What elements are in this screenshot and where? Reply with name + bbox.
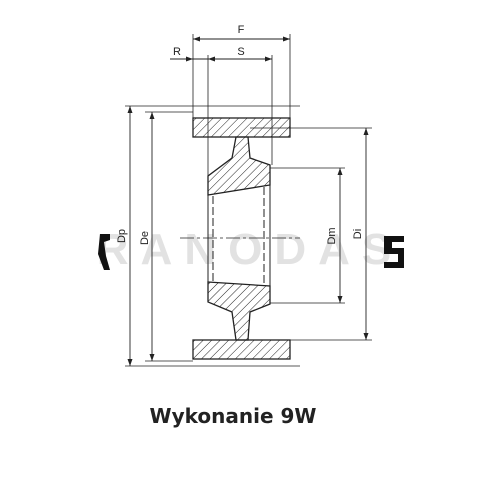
dim-label-s: S — [237, 46, 244, 58]
bottom-rim — [192, 339, 291, 360]
arrowheads — [127, 36, 369, 366]
dim-label-f: F — [238, 24, 245, 36]
watermark-text: RANODAS — [97, 225, 403, 274]
watermark-left-mark — [98, 234, 110, 270]
watermark-right-mark — [384, 236, 404, 268]
lower-web-hub — [207, 281, 271, 341]
extension-lines — [125, 34, 372, 367]
dim-label-de: De — [139, 231, 151, 245]
dim-label-di: Di — [352, 229, 364, 239]
dimension-lines — [129, 38, 367, 366]
upper-web-hub — [207, 136, 271, 196]
top-rim — [192, 117, 291, 138]
dim-label-dp: Dp — [116, 229, 128, 243]
dim-label-dm: Dm — [326, 227, 338, 244]
pulley-section — [192, 117, 291, 360]
drawing-caption: Wykonanie 9W — [149, 404, 317, 428]
dim-label-r: R — [173, 46, 181, 58]
bore — [207, 185, 271, 286]
watermark: RANODAS — [97, 225, 404, 274]
